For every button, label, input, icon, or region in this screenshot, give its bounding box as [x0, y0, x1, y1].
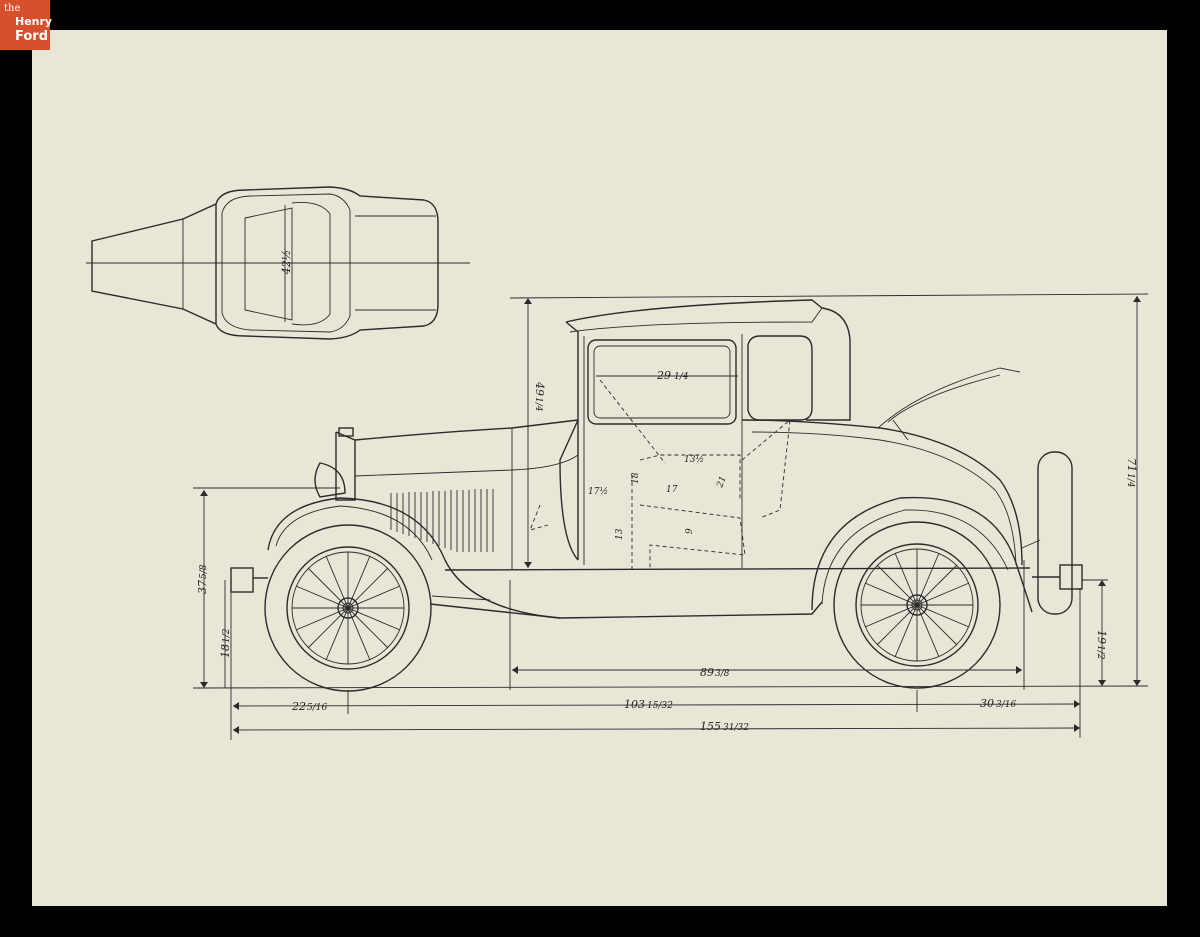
dim-seat-13: 13 [615, 528, 625, 540]
dim-seat-9: 9 [685, 528, 695, 534]
dim-overall-length: 155 [700, 720, 721, 733]
rear-wheel [833, 521, 1001, 689]
dim-seat-17-half: 17½ [588, 486, 608, 497]
dim-total-height-frac: 1/4 [1125, 473, 1135, 488]
dim-rear-overhang-frac: 3/16 [996, 700, 1016, 710]
dim-seat-18: 18 [631, 472, 641, 484]
dim-front-height: 37 [196, 580, 209, 594]
dim-axle-height: 18 [219, 644, 232, 658]
logo-line-3: Ford [15, 29, 49, 44]
dim-front-overhang-frac: 5/16 [307, 703, 327, 713]
dim-axle-height-frac: 1/2 [222, 628, 232, 643]
dim-wheelbase: 103 [624, 698, 645, 711]
logo-line-2: Henry [15, 15, 53, 28]
drawing-sheet [32, 30, 1167, 906]
front-wheel [264, 524, 432, 692]
dim-rear-height: 19 [1095, 630, 1108, 644]
dim-window-width-frac: 1/4 [674, 372, 689, 382]
dim-seat-13-half: 13½ [684, 454, 704, 465]
dim-total-height: 71 [1125, 458, 1138, 472]
dimension-labels: 29 1/4 49 1/4 71 1/4 37 5/8 18 1/2 19 1/… [196, 369, 1138, 733]
dim-front-overhang: 22 [291, 700, 306, 713]
dim-top-width: 42½ [280, 250, 293, 276]
dim-wheelbase-frac: 15/32 [647, 701, 673, 711]
dim-window-width: 29 [656, 369, 671, 382]
dim-body-length: 89 [700, 666, 714, 679]
side-view [230, 299, 1083, 692]
dim-body-height-frac: 1/4 [533, 397, 543, 412]
dim-overall-length-frac: 31/32 [723, 723, 749, 733]
logo-line-1: the [4, 3, 21, 14]
dim-seat-17: 17 [666, 485, 678, 495]
dim-rear-height-frac: 1/2 [1095, 645, 1105, 660]
dim-body-length-frac: 3/8 [715, 669, 730, 679]
dim-body-height: 49 [533, 381, 546, 396]
dim-seat-21: 21 [715, 475, 729, 490]
dim-front-height-frac: 5/8 [199, 564, 209, 579]
henry-ford-logo: the Henry Ford [0, 0, 53, 50]
dim-rear-overhang: 30 [980, 697, 994, 710]
dimension-lines [192, 293, 1149, 740]
top-view: 42½ [86, 186, 470, 340]
